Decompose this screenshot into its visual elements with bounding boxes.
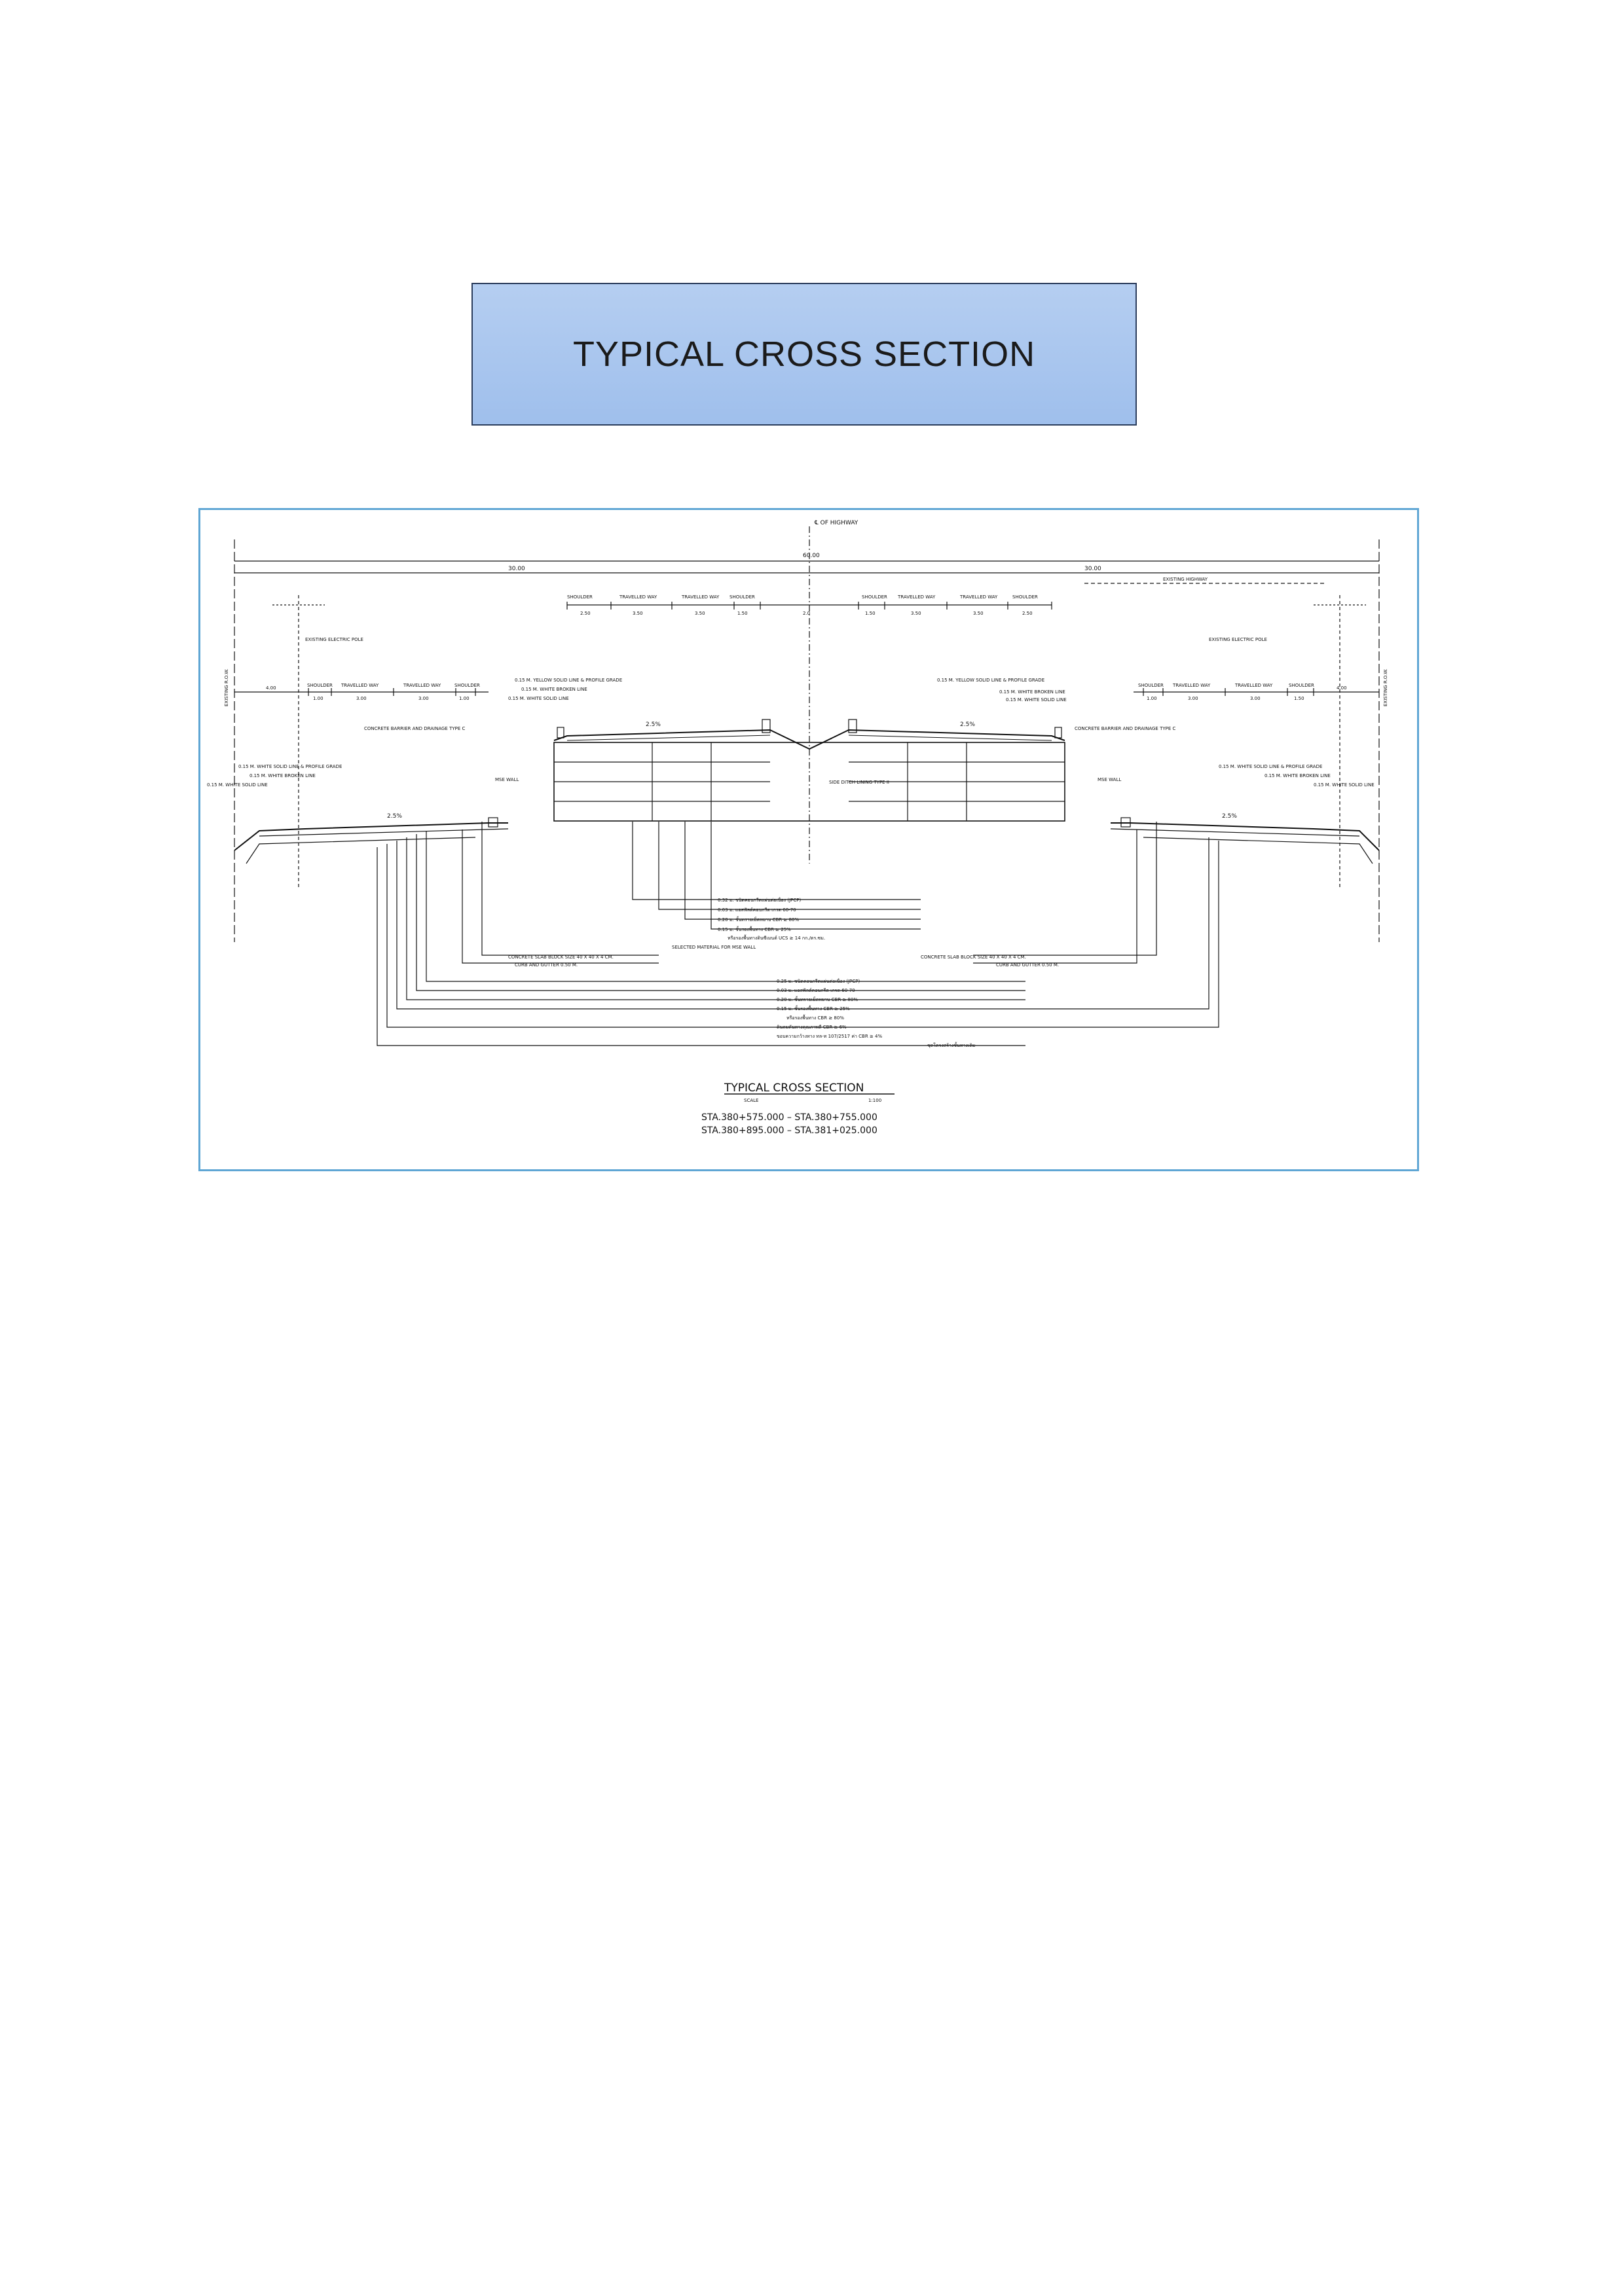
lower-lane-width: 3.00 — [356, 696, 367, 701]
layer-note-center: 0.03 ม. แอสฟัลต์คอนกรีต เกรด 60-70 — [718, 907, 796, 913]
upper-lane-width: 1.50 — [737, 611, 748, 616]
upper-lane-label: SHOULDER — [1012, 594, 1038, 600]
lower-lane-width: 1.50 — [1294, 696, 1304, 701]
curb-left: CURB AND GUTTER 0.50 M. — [515, 962, 578, 968]
mse-wall-label-right: MSE WALL — [1098, 777, 1121, 782]
upper-lane-width: 2.50 — [580, 611, 591, 616]
lower-lane-label: SHOULDER — [307, 683, 333, 688]
white-solid-label: 0.15 M. WHITE SOLID LINE — [508, 696, 569, 701]
upper-lane-label: TRAVELLED WAY — [897, 594, 936, 600]
layer-note-center: 0.15 ม. ชั้นรองพื้นทาง CBR ≥ 25% — [718, 925, 791, 932]
slope-label: 2.5% — [387, 813, 402, 820]
upper-lane-width: 1.50 — [865, 611, 876, 616]
half-width-left: 30.00 — [508, 566, 525, 572]
upper-deck-left — [553, 729, 810, 750]
caption-scale-label: SCALE — [744, 1098, 758, 1103]
median-width: 2.0 — [803, 611, 810, 616]
white-broken-label: 0.15 M. WHITE BROKEN LINE — [999, 689, 1065, 695]
lower-lane-label: SHOULDER — [1289, 683, 1314, 688]
page-title: TYPICAL CROSS SECTION — [572, 335, 1036, 374]
existing-highway-label: EXISTING HIGHWAY — [1163, 577, 1208, 582]
slope-label: 2.5% — [646, 721, 661, 728]
layer-note-side: 0.15 ม. ชั้นรองพื้นทาง CBR ≥ 25% — [777, 1004, 850, 1011]
median-barrier-left — [762, 719, 771, 733]
lower-lane-width: 1.00 — [1147, 696, 1157, 701]
lower-road-right — [1111, 822, 1380, 851]
upper-lane-width: 3.50 — [973, 611, 984, 616]
upper-lane-label: SHOULDER — [729, 594, 755, 600]
median-barrier-right — [848, 719, 857, 733]
electric-pole-right-label: EXISTING ELECTRIC POLE — [1209, 637, 1267, 642]
row-left-label: EXISTING R.O.W. — [224, 668, 229, 706]
lower-lane-label: SHOULDER — [454, 683, 480, 688]
cross-section-svg: ℄ OF HIGHWAY 60.00 30.00 30.00 EXISTING … — [207, 520, 1388, 1136]
caption-scale-value: 1:100 — [868, 1098, 881, 1103]
layer-note-side: 0.20 ม. ชั้นทรายเม็ดหยาบ CBR ≥ 80% — [777, 995, 858, 1002]
white-solid-label: 0.15 M. WHITE SOLID LINE — [1006, 697, 1067, 702]
layer-note-side: ดินถมคันทางคุณภาพดี CBR ≥ 6% — [777, 1025, 847, 1030]
lower-lane-label: TRAVELLED WAY — [1234, 683, 1273, 688]
side-ditch-label: SIDE DITCH LINING TYPE II — [829, 780, 889, 785]
slope-label: 2.5% — [1222, 813, 1237, 820]
barrier-label-left: CONCRETE BARRIER AND DRAINAGE TYPE C — [364, 726, 465, 731]
electric-pole-left-label: EXISTING ELECTRIC POLE — [305, 637, 363, 642]
layer-note-center: SELECTED MATERIAL FOR MSE WALL — [672, 945, 756, 950]
yellow-line-label: 0.15 M. YELLOW SOLID LINE & PROFILE GRAD… — [937, 678, 1044, 683]
half-width-right: 30.00 — [1084, 566, 1101, 572]
layer-note-center: 0.32 ม. ชนิดคอนกรีตแผ่นต่อเนื่อง (JPCP) — [718, 897, 801, 903]
lower-lane-label: TRAVELLED WAY — [1172, 683, 1211, 688]
caption-title: TYPICAL CROSS SECTION — [724, 1082, 864, 1095]
layer-note-center: หรือรองพื้นทางดินซีเมนต์ UCS ≥ 14 กก./ตร… — [728, 934, 825, 941]
lower-lane-width: 1.00 — [313, 696, 323, 701]
upper-lane-label: TRAVELLED WAY — [619, 594, 657, 600]
upper-lane-label: SHOULDER — [567, 594, 593, 600]
slab-block-right: CONCRETE SLAB BLOCK SIZE 40 X 40 X 4 CM. — [921, 955, 1026, 960]
barrier-label-right: CONCRETE BARRIER AND DRAINAGE TYPE C — [1075, 726, 1175, 731]
slab-block-left: CONCRETE SLAB BLOCK SIZE 40 X 40 X 4 CM. — [508, 955, 614, 960]
caption-station-1: STA.380+575.000 – STA.380+755.000 — [701, 1112, 877, 1123]
lower-left-offset: 4.00 — [266, 685, 276, 691]
white-broken-label: 0.15 M. WHITE BROKEN LINE — [521, 687, 587, 692]
lower-lane-label: TRAVELLED WAY — [403, 683, 441, 688]
upper-lane-label: TRAVELLED WAY — [959, 594, 998, 600]
layer-note-side: ขอบความกว้างทาง ทล-ท 107/2517 ค่า CBR ≥ … — [777, 1034, 882, 1039]
lower-right-offset: 4.00 — [1337, 685, 1347, 691]
lower-lane-label: TRAVELLED WAY — [341, 683, 379, 688]
layer-note-side: 0.25 ม. ชนิดคอนกรีตแผ่นต่อเนื่อง (JPCP) — [777, 978, 860, 984]
upper-lane-width: 3.50 — [633, 611, 643, 616]
white-broken-left: 0.15 M. WHITE BROKEN LINE — [249, 773, 316, 778]
yellow-line-label: 0.15 M. YELLOW SOLID LINE & PROFILE GRAD… — [515, 678, 622, 683]
white-solid-profile-right: 0.15 M. WHITE SOLID LINE & PROFILE GRADE — [1219, 764, 1322, 769]
white-broken-right: 0.15 M. WHITE BROKEN LINE — [1264, 773, 1331, 778]
slope-label: 2.5% — [960, 721, 975, 728]
mse-wall-label-left: MSE WALL — [495, 777, 519, 782]
cross-section-drawing: ℄ OF HIGHWAY 60.00 30.00 30.00 EXISTING … — [198, 508, 1419, 1171]
upper-lane-width: 3.50 — [911, 611, 921, 616]
title-banner: TYPICAL CROSS SECTION — [471, 283, 1137, 426]
upper-lane-label: SHOULDER — [862, 594, 887, 600]
upper-lane-width: 2.50 — [1022, 611, 1033, 616]
layer-note-side: 0.03 ม. แอสฟัลต์คอนกรีต เกรด 60-70 — [777, 988, 855, 993]
white-solid-profile-left: 0.15 M. WHITE SOLID LINE & PROFILE GRADE — [238, 764, 342, 769]
lower-lane-width: 3.00 — [418, 696, 429, 701]
white-solid-right: 0.15 M. WHITE SOLID LINE — [1314, 782, 1375, 788]
layer-note-side: หรือรองพื้นทาง CBR ≥ 80% — [786, 1013, 844, 1021]
lower-lane-label: SHOULDER — [1138, 683, 1164, 688]
upper-deck-right — [809, 729, 1065, 750]
lower-lane-width: 1.00 — [459, 696, 470, 701]
curb-right: CURB AND GUTTER 0.50 M. — [996, 962, 1059, 968]
centerline-label: ℄ OF HIGHWAY — [814, 520, 858, 526]
total-width: 60.00 — [803, 553, 820, 559]
caption-station-2: STA.380+895.000 – STA.381+025.000 — [701, 1125, 877, 1136]
white-solid-left: 0.15 M. WHITE SOLID LINE — [207, 782, 268, 788]
row-right-label: EXISTING R.O.W. — [1383, 668, 1388, 706]
lower-lane-width: 3.00 — [1250, 696, 1261, 701]
lower-lane-width: 3.00 — [1188, 696, 1198, 701]
lower-road-left — [234, 822, 508, 851]
upper-lane-label: TRAVELLED WAY — [681, 594, 720, 600]
upper-lane-width: 3.50 — [695, 611, 705, 616]
layer-note-center: 0.20 ม. ชั้นทรายเม็ดหยาบ CBR ≥ 80% — [718, 915, 799, 922]
layer-note-side: ชุดโครงสร้างชั้นทางเดิม — [927, 1041, 975, 1048]
